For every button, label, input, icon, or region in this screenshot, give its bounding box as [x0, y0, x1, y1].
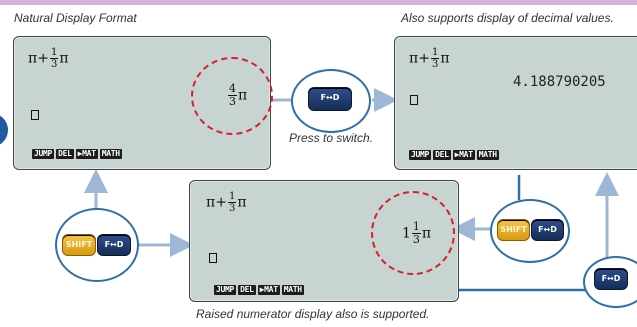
- left-edge-tab: [0, 113, 8, 147]
- softkey-del[interactable]: DEL: [238, 285, 256, 295]
- softkey-math[interactable]: MATH: [99, 149, 122, 159]
- cursor-block-right: [410, 95, 418, 105]
- highlight-ring-fraction: [191, 57, 273, 135]
- fd-key-left[interactable]: F↔D: [97, 234, 131, 256]
- top-accent-bar: [0, 0, 637, 5]
- softkey-mat[interactable]: ▶MAT: [257, 285, 280, 295]
- caption-raised-numerator: Raised numerator display also is support…: [196, 307, 430, 321]
- caption-press-to-switch: Press to switch.: [289, 131, 374, 145]
- fd-key-right[interactable]: F↔D: [531, 219, 564, 241]
- softkey-jump[interactable]: JUMP: [214, 285, 237, 295]
- fd-key-bottom-right[interactable]: F↔D: [594, 268, 628, 290]
- softkey-del[interactable]: DEL: [56, 149, 74, 159]
- softkey-mat[interactable]: ▶MAT: [452, 150, 475, 160]
- caption-decimal-support: Also supports display of decimal values.: [401, 11, 614, 25]
- softkey-jump[interactable]: JUMP: [409, 150, 432, 160]
- softkey-math[interactable]: MATH: [281, 285, 304, 295]
- softkey-mat[interactable]: ▶MAT: [75, 149, 98, 159]
- cursor-block: [31, 110, 39, 120]
- fd-key[interactable]: F↔D: [308, 87, 352, 111]
- caption-natural-display: Natural Display Format: [14, 11, 137, 25]
- shift-key-right[interactable]: SHIFT: [497, 219, 530, 241]
- softkey-bar-right: JUMP DEL ▶MAT MATH: [409, 150, 499, 160]
- softkey-bar-bottom: JUMP DEL ▶MAT MATH: [214, 285, 304, 295]
- softkey-jump[interactable]: JUMP: [32, 149, 55, 159]
- highlight-ring-mixed: [371, 191, 455, 275]
- softkey-del[interactable]: DEL: [433, 150, 451, 160]
- cursor-block-bottom: [209, 253, 217, 263]
- result-decimal: 4.188790205: [513, 74, 606, 90]
- softkey-math[interactable]: MATH: [476, 150, 499, 160]
- shift-key-left[interactable]: SHIFT: [62, 234, 96, 256]
- softkey-bar: JUMP DEL ▶MAT MATH: [32, 149, 122, 159]
